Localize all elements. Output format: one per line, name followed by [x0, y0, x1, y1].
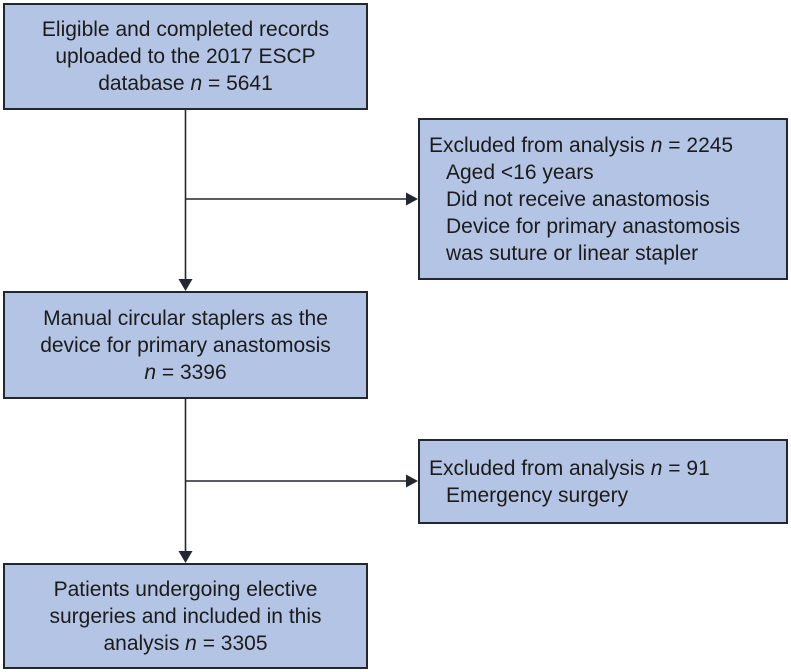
text-segment: = 5641: [202, 72, 273, 95]
text-segment: Device for primary anastomosis: [446, 214, 741, 238]
flow-box-eligible-records: Eligible and completed records uploaded t…: [3, 3, 368, 110]
italic-text-segment: n: [650, 456, 663, 480]
text-segment: Emergency surgery: [446, 483, 629, 507]
text-line: Did not receive anastomosis: [429, 186, 780, 213]
text-line: n = 3396: [11, 359, 360, 386]
text-line: device for primary anastomosis: [11, 332, 360, 359]
italic-text-segment: n: [185, 631, 197, 655]
text-segment: Patients undergoing elective: [53, 577, 318, 601]
text-segment: Excluded from analysis: [429, 133, 651, 157]
text-segment: = 3396: [156, 360, 227, 384]
text-line: Excluded from analysis n = 91: [429, 455, 780, 482]
text-segment: was suture or linear stapler: [446, 241, 699, 265]
flow-box-circular-staplers: Manual circular staplers as the device fo…: [3, 291, 368, 399]
text-segment: uploaded to the 2017 ESCP: [55, 45, 316, 68]
arrow-staplers-to-elective-head: [178, 551, 193, 563]
text-line: Eligible and completed records: [11, 16, 360, 43]
text-segment: database: [98, 72, 191, 95]
italic-text-segment: n: [650, 133, 663, 157]
text-line: Emergency surgery: [429, 482, 780, 509]
text-line: database n = 5641: [11, 70, 360, 97]
arrow-records-to-staplers-head: [178, 279, 193, 291]
text-line: Patients undergoing elective: [11, 576, 360, 603]
text-segment: = 2245: [662, 133, 734, 157]
text-segment: Eligible and completed records: [41, 18, 330, 41]
flow-box-elective-included: Patients undergoing elective surgeries an…: [3, 563, 368, 669]
text-line: uploaded to the 2017 ESCP: [11, 43, 360, 70]
text-segment: Aged <16 years: [446, 160, 594, 184]
text-segment: Excluded from analysis: [429, 456, 651, 480]
text-line: Excluded from analysis n = 2245: [429, 132, 780, 159]
text-segment: = 3305: [196, 631, 268, 655]
text-line: surgeries and included in this: [11, 603, 360, 630]
italic-text-segment: n: [190, 72, 203, 95]
text-segment: Manual circular staplers as the: [43, 306, 328, 330]
italic-text-segment: n: [144, 360, 157, 384]
arrow-branch-to-excluded-second-head: [406, 474, 418, 488]
arrow-branch-to-excluded-first-head: [406, 192, 418, 206]
text-line: Device for primary anastomosis: [429, 213, 780, 240]
text-segment: = 91: [662, 456, 710, 480]
text-line: Aged <16 years: [429, 159, 780, 186]
text-line: analysis n = 3305: [11, 630, 360, 657]
text-segment: Did not receive anastomosis: [446, 187, 710, 211]
text-segment: device for primary anastomosis: [40, 333, 331, 357]
text-line: was suture or linear stapler: [429, 240, 780, 267]
text-segment: surgeries and included in this: [49, 604, 322, 628]
text-line: Manual circular staplers as the: [11, 305, 360, 332]
text-segment: analysis: [103, 631, 186, 655]
